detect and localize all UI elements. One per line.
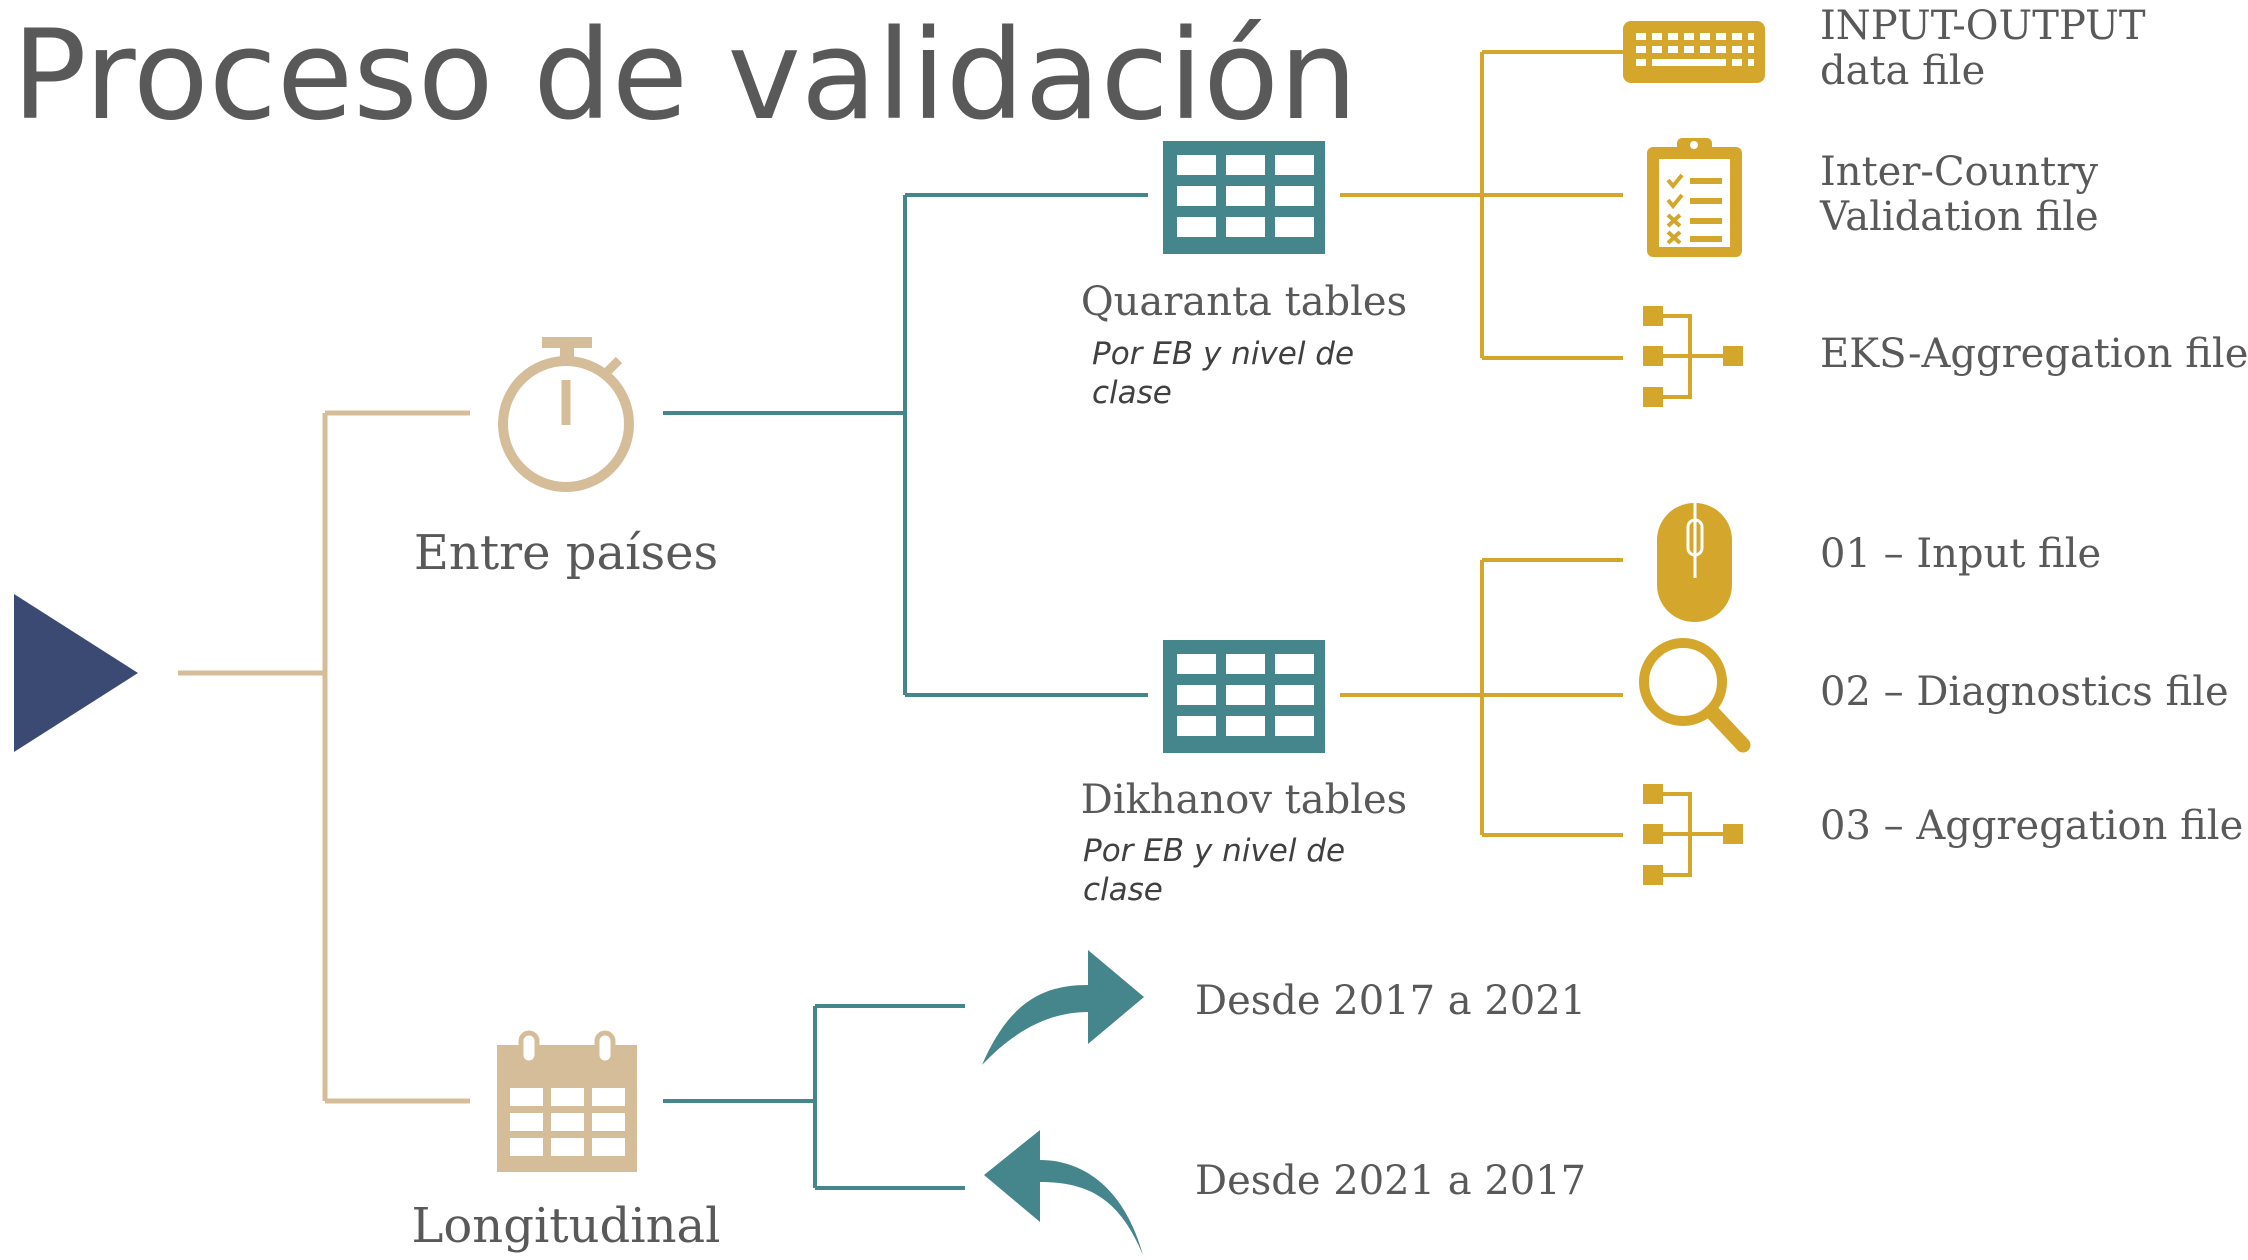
arrow-forward-icon [982,950,1144,1065]
diagnostics-file-label: 02 – Diagnostics file [1820,669,2229,715]
quaranta-table-icon [1163,141,1325,254]
longitudinal-label: Longitudinal [411,1198,721,1254]
magnifier-icon [1639,638,1751,753]
aggregation-file-label: 03 – Aggregation file [1820,803,2244,849]
aggregation-hierarchy-icon [1643,784,1743,885]
root-play-icon [14,594,138,752]
entre-paises-label: Entre países [413,525,719,581]
dikhanov-label: Dikhanov tables [1080,777,1408,823]
desde-2017-label: Desde 2017 a 2021 [1195,978,1587,1024]
branch-connectors [663,193,1148,1190]
quaranta-label: Quaranta tables [1080,279,1408,325]
keyboard-icon [1623,21,1765,83]
dikhanov-sublabel: Por EB y nivel de clase [1083,833,1346,908]
eks-aggregation-label: EKS-Aggregation file [1820,331,2248,377]
arrow-back-icon [984,1130,1143,1255]
input-file-label: 01 – Input file [1820,531,2102,577]
root-connectors [178,410,470,1104]
eks-hierarchy-icon [1643,306,1743,407]
clipboard-checklist-icon [1647,138,1742,257]
quaranta-sublabel: Por EB y nivel de clase [1092,336,1355,411]
mouse-icon [1657,503,1732,622]
inter-country-label: Inter-Country Validation file [1820,149,2099,240]
file-connectors [1340,50,1623,837]
desde-2021-label: Desde 2021 a 2017 [1195,1158,1587,1204]
input-output-label: INPUT-OUTPUT data file [1820,3,2146,94]
dikhanov-table-icon [1163,640,1325,753]
page-title: Proceso de validación [12,4,1358,148]
stopwatch-icon [498,337,634,492]
calendar-icon [497,1030,637,1172]
